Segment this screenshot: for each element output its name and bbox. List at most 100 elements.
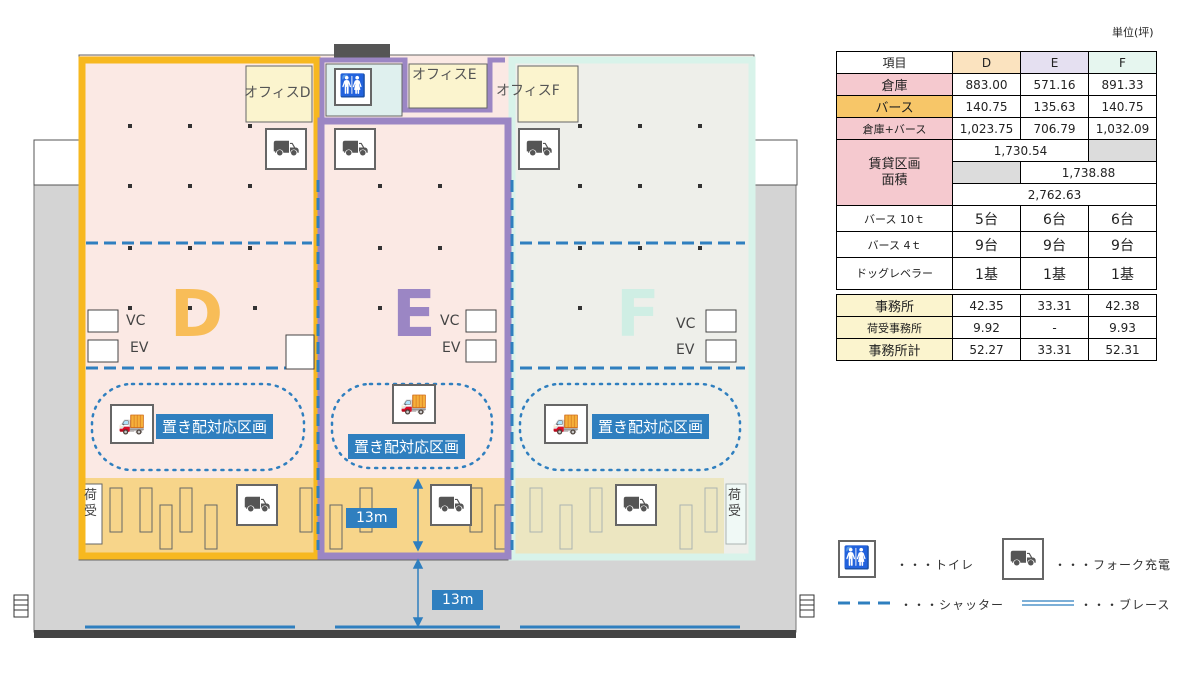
placement-area-label-d: 置き配対応区画 — [156, 414, 274, 439]
forklift-charging-icon: ⛟ — [430, 484, 472, 526]
table-row: バース 140.75 135.63 140.75 — [836, 95, 1157, 118]
receiving-label-f: 荷受 — [728, 488, 742, 519]
ev-label-d: EV — [130, 340, 149, 356]
ev-label-f: EV — [676, 342, 695, 358]
table-cell: - — [1020, 316, 1089, 339]
table-cell: 52.27 — [952, 338, 1021, 361]
dimension-outer-label: 13m — [432, 590, 484, 610]
row-label: 事務所計 — [836, 338, 953, 361]
table-row: ドッグレベラー 1基 1基 1基 — [836, 257, 1157, 290]
office-e-box — [408, 63, 488, 109]
table-header-row: 項目 D E F — [836, 51, 1157, 74]
dimension-inner-label: 13m — [346, 508, 398, 528]
right-wing — [751, 139, 798, 186]
office-f-label: オフィスF — [496, 83, 560, 99]
office-f-box — [517, 65, 579, 123]
table-cell: 1,023.75 — [952, 117, 1021, 140]
table-row: 荷受事務所 9.92 - 9.93 — [836, 316, 1157, 339]
placement-area-label-e: 置き配対応区画 — [348, 434, 466, 459]
table-cell: 9台 — [1020, 231, 1089, 258]
table-cell: 6台 — [1020, 205, 1089, 232]
table-cell: 42.38 — [1088, 294, 1157, 317]
legend-shutter-line — [838, 601, 894, 605]
stair-icon — [799, 594, 815, 618]
vc-label-f: VC — [676, 316, 696, 332]
delivery-truck-icon: 🚚 — [110, 404, 154, 444]
zone-f-letter: F — [616, 278, 660, 352]
toilet-icon: 🚻 — [334, 68, 372, 106]
table-cell: 42.35 — [952, 294, 1021, 317]
ev-label-e: EV — [442, 340, 461, 356]
table-cell: 1基 — [1088, 257, 1157, 290]
legend-toilet-text: ・・・トイレ — [896, 558, 975, 572]
table-cell: 1基 — [952, 257, 1021, 290]
legend-brace-line — [1022, 600, 1074, 606]
table-row: 賃貸区画 面積 1,730.54 — [836, 139, 1157, 206]
table-row: 倉庫+バース 1,023.75 706.79 1,032.09 — [836, 117, 1157, 140]
legend-brace-text: ・・・ブレース — [1080, 598, 1171, 612]
row-label: バース — [836, 95, 953, 118]
table-cell: 52.31 — [1088, 338, 1157, 361]
table-cell: 5台 — [952, 205, 1021, 232]
delivery-truck-icon: 🚚 — [544, 404, 588, 444]
forklift-charging-icon: ⛟ — [334, 128, 376, 170]
zone-d-letter: D — [170, 278, 224, 352]
office-e-label: オフィスE — [412, 67, 477, 83]
table-header-cell: E — [1020, 51, 1089, 74]
table-cell: 9.92 — [952, 316, 1021, 339]
legend-forklift-text: ・・・フォーク充電 — [1054, 558, 1172, 572]
office-e-outline — [319, 57, 505, 120]
table-row: 倉庫 883.00 571.16 891.33 — [836, 73, 1157, 96]
table-header-cell: 項目 — [836, 51, 953, 74]
table-cell: 135.63 — [1020, 95, 1089, 118]
row-label: ドッグレベラー — [836, 257, 953, 290]
row-label: 倉庫 — [836, 73, 953, 96]
table-cell: 33.31 — [1020, 338, 1089, 361]
table-cell: 883.00 — [952, 73, 1021, 96]
vc-label-d: VC — [126, 313, 146, 329]
table-cell-blank — [952, 161, 1021, 184]
zone-e-letter: E — [392, 278, 436, 352]
table-cell: 9台 — [952, 231, 1021, 258]
office-d-label: オフィスD — [244, 85, 311, 101]
table-cell: 6台 — [1088, 205, 1157, 232]
table-cell: 9台 — [1088, 231, 1157, 258]
table-row: バース 10ｔ 5台 6台 6台 — [836, 205, 1157, 232]
vc-ev-equipment — [87, 309, 737, 370]
legend-shutter-text: ・・・シャッター — [900, 598, 1005, 612]
row-label: 事務所 — [836, 294, 953, 317]
zone-e-area — [317, 117, 512, 560]
receiving-label-d: 荷受 — [84, 488, 98, 519]
legend-forklift-icon: ⛟ — [1002, 538, 1044, 580]
table-cell-blank — [1088, 139, 1157, 162]
table-row: バース 4ｔ 9台 9台 9台 — [836, 231, 1157, 258]
forklift-charging-icon: ⛟ — [236, 484, 278, 526]
row-label: 倉庫+バース — [836, 117, 953, 140]
table-cell: 706.79 — [1020, 117, 1089, 140]
table-cell: 33.31 — [1020, 294, 1089, 317]
table-header-cell: D — [952, 51, 1021, 74]
table-cell: 571.16 — [1020, 73, 1089, 96]
table-cell: 140.75 — [1088, 95, 1157, 118]
row-label: バース 10ｔ — [836, 205, 953, 232]
forklift-charging-icon: ⛟ — [615, 484, 657, 526]
table-row: 2,762.63 — [837, 183, 1157, 206]
forklift-charging-icon: ⛟ — [265, 128, 307, 170]
office-d-box — [245, 65, 313, 123]
lease-area-label: 賃貸区画 面積 — [836, 139, 953, 206]
table-row: 事務所 42.35 33.31 42.38 — [836, 294, 1157, 317]
table-cell: 1,032.09 — [1088, 117, 1157, 140]
top-stair — [334, 44, 390, 58]
bottom-rail — [34, 630, 796, 638]
stair-icon — [13, 594, 29, 618]
legend-toilet-icon: 🚻 — [838, 540, 876, 578]
table-cell: 1基 — [1020, 257, 1089, 290]
row-label: バース 4ｔ — [836, 231, 953, 258]
lease-area-def: 2,762.63 — [952, 183, 1157, 206]
dimension-inner — [412, 478, 424, 552]
row-label: 荷受事務所 — [836, 316, 953, 339]
table-cell: 9.93 — [1088, 316, 1157, 339]
delivery-truck-icon: 🚚 — [392, 384, 436, 424]
dimension-outer — [412, 558, 424, 628]
columns — [128, 124, 702, 310]
